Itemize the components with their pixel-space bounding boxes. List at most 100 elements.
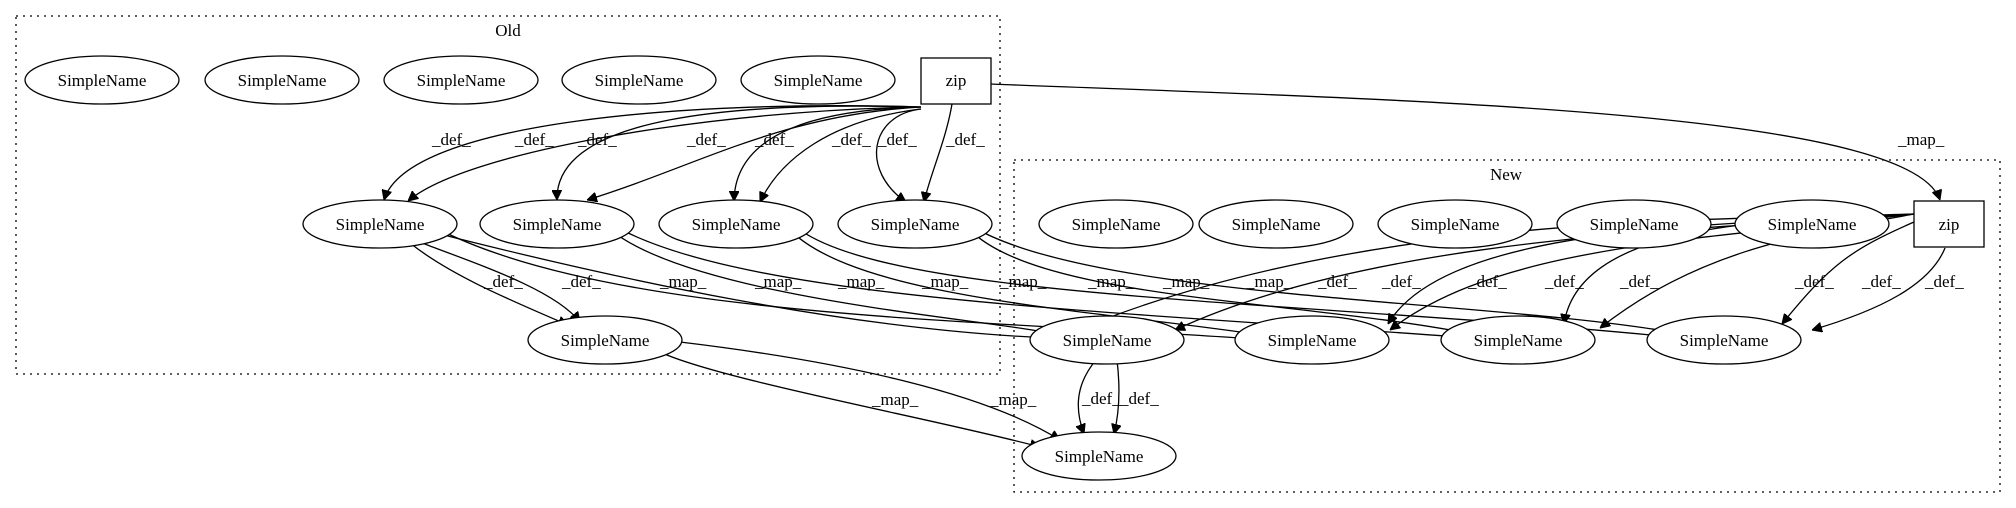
node-new-iso-1: SimpleName <box>1038 199 1194 249</box>
node-new-a: SimpleName <box>1029 315 1185 365</box>
node-label: SimpleName <box>417 71 506 90</box>
node-old-iso-4: SimpleName <box>561 55 717 105</box>
node-label: SimpleName <box>1474 331 1563 350</box>
edge-def <box>409 242 568 325</box>
node-new-iso-2: SimpleName <box>1198 199 1354 249</box>
edge-label-def: _def_ <box>1924 272 1964 291</box>
edge-map <box>431 231 1052 338</box>
node-new-iso-4: SimpleName <box>1556 199 1712 249</box>
edge-label-map: _map_ <box>837 272 885 291</box>
node-label: SimpleName <box>1055 447 1144 466</box>
node-label: SimpleName <box>561 331 650 350</box>
edge-def <box>924 103 953 202</box>
edge-map <box>679 341 1060 440</box>
edge-map <box>989 83 1940 200</box>
edge-def <box>760 108 922 202</box>
node-old-iso-2: SimpleName <box>204 55 360 105</box>
node-old-iso-5: SimpleName <box>740 55 896 105</box>
node-label: SimpleName <box>1072 215 1161 234</box>
node-label: SimpleName <box>1590 215 1679 234</box>
node-label: SimpleName <box>336 215 425 234</box>
edge-def <box>1114 359 1119 434</box>
node-new-b: SimpleName <box>1234 315 1390 365</box>
node-old-c: SimpleName <box>658 199 814 249</box>
edges-layer <box>384 83 1946 447</box>
node-label: SimpleName <box>1680 331 1769 350</box>
node-new-d: SimpleName <box>1646 315 1802 365</box>
edge-label-def: _def_ <box>754 130 794 149</box>
edge-label-def: _def_ <box>831 130 871 149</box>
edge-label-map: _map_ <box>1245 272 1293 291</box>
node-old-iso-1: SimpleName <box>24 55 180 105</box>
node-old-e: SimpleName <box>527 315 683 365</box>
edge-map <box>789 229 1268 336</box>
cluster-new: New <box>1013 159 2001 493</box>
node-label: SimpleName <box>1268 331 1357 350</box>
node-label: SimpleName <box>871 215 960 234</box>
node-label: SimpleName <box>1411 215 1500 234</box>
cluster-old-label: Old <box>495 21 521 40</box>
node-new-c: SimpleName <box>1440 315 1596 365</box>
node-old-a: SimpleName <box>302 199 458 249</box>
edge-def <box>421 242 580 322</box>
node-label: SimpleName <box>774 71 863 90</box>
edge-def <box>1782 221 1915 324</box>
edge-label-map: _map_ <box>999 272 1047 291</box>
edge-label-map: _map_ <box>871 390 919 409</box>
cluster-new-label: New <box>1490 165 1523 184</box>
edge-label-def: _def_ <box>483 272 523 291</box>
node-label: SimpleName <box>1063 331 1152 350</box>
edge-map <box>611 230 1052 334</box>
edge-map <box>659 351 1040 447</box>
edge-label-def: _def_ <box>1317 272 1357 291</box>
edge-label-def: _def_ <box>1467 272 1507 291</box>
edge-label-map: _map_ <box>1087 272 1135 291</box>
edge-def <box>875 108 922 202</box>
node-new-iso-5: SimpleName <box>1734 199 1890 249</box>
edge-label-def: _def_ <box>1794 272 1834 291</box>
edge-label-def: _def_ <box>686 130 726 149</box>
edge-label-def: _def_ <box>431 130 471 149</box>
edge-label-def: _def_ <box>1619 272 1659 291</box>
node-new-zip: zip <box>1913 200 1985 248</box>
edge-map <box>974 227 1682 334</box>
edge-label-def: _def_ <box>514 130 554 149</box>
edge-label-def: _def_ <box>577 130 617 149</box>
node-label: SimpleName <box>1768 215 1857 234</box>
node-label: SimpleName <box>595 71 684 90</box>
edge-label-map: _map_ <box>989 390 1037 409</box>
edge-def <box>557 105 922 200</box>
edge-def <box>734 106 922 201</box>
edge-def <box>1812 247 1946 330</box>
edge-label-map: _map_ <box>1897 130 1945 149</box>
node-new-iso-3: SimpleName <box>1377 199 1533 249</box>
edge-label-def: _def_ <box>1544 272 1584 291</box>
edge-label-def: _def_ <box>945 130 985 149</box>
edge-labels-layer: _def_ _def_ _def_ _def_ _def_ _def_ _def… <box>431 130 1964 409</box>
edge-label-def: _def_ <box>1119 389 1159 408</box>
edge-label-def: _def_ <box>1381 272 1421 291</box>
node-old-b: SimpleName <box>479 199 635 249</box>
edge-label-map: _map_ <box>659 272 707 291</box>
edge-def <box>587 106 922 200</box>
node-label: SimpleName <box>58 71 147 90</box>
edge-label-def: _def_ <box>877 130 917 149</box>
node-old-zip: zip <box>920 57 992 105</box>
edge-def <box>1078 359 1097 434</box>
cluster-old: Old <box>15 15 1001 375</box>
node-label: SimpleName <box>238 71 327 90</box>
edge-label-map: _map_ <box>754 272 802 291</box>
node-old-iso-3: SimpleName <box>383 55 539 105</box>
node-label: zip <box>1939 215 1960 234</box>
node-old-d: SimpleName <box>837 199 993 249</box>
edge-label-def: _def_ <box>561 272 601 291</box>
node-label: SimpleName <box>513 215 602 234</box>
node-label: zip <box>946 71 967 90</box>
node-label: SimpleName <box>1232 215 1321 234</box>
edge-label-map: _map_ <box>1162 272 1210 291</box>
node-label: SimpleName <box>692 215 781 234</box>
node-new-e: SimpleName <box>1021 431 1177 481</box>
edge-label-def: _def_ <box>1081 389 1121 408</box>
edge-def <box>384 105 922 200</box>
